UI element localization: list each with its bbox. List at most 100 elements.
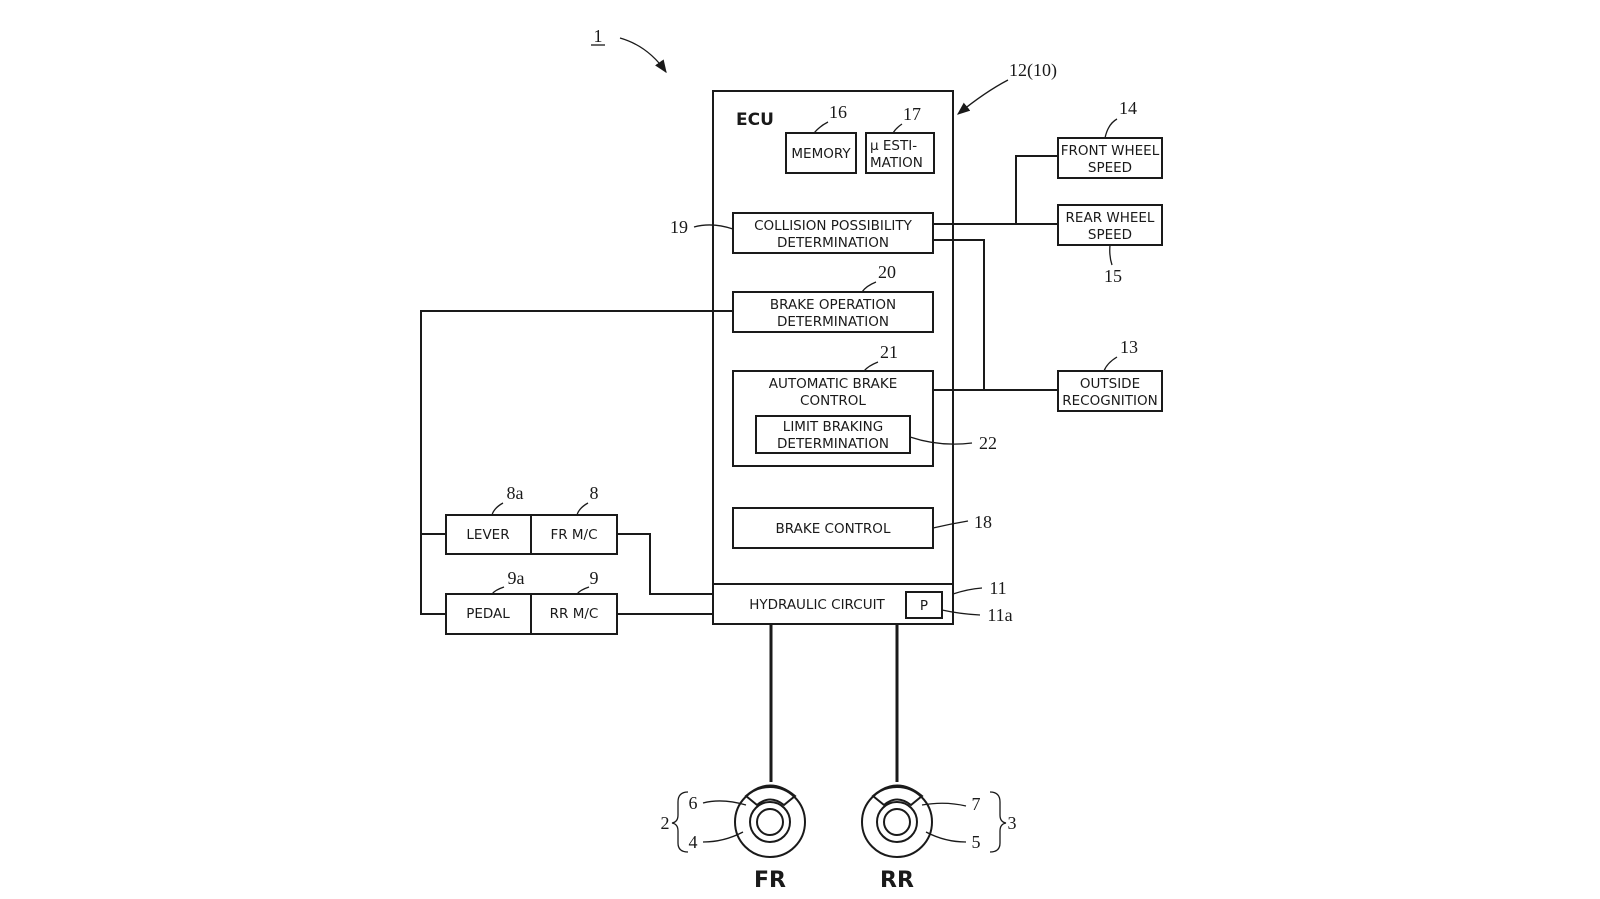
system-ref-arrow [619,37,667,74]
fr-mc-hydraulic-line [617,533,713,595]
pedal-ref-label: 9a [508,568,525,588]
collision-ref-label: 19 [670,217,688,237]
rear-wheel-speed-line1: REAR WHEEL [1066,210,1155,226]
rear-wheel-label: RR [880,868,914,893]
rear-disc-ref-leader [925,831,967,843]
brake-control-ref-label: 18 [974,512,992,532]
automatic-brake-ref-leader [863,361,879,372]
mu-estimation-ref-label: 17 [903,104,921,124]
rear-wheel-speed-line2: SPEED [1088,227,1132,243]
brake-control-block [732,507,934,549]
rr-mc-ref-label: 9 [590,568,599,588]
outside-recognition-ref-leader [1103,356,1118,372]
outside-recognition-ref-label: 13 [1120,337,1138,357]
mu-estimation-ref-leader [892,123,903,134]
front-wheel-group-brace [671,791,689,853]
limit-braking-line1: LIMIT BRAKING [783,419,883,435]
rear-wheel-speed-ref-label: 15 [1104,266,1122,286]
front-caliper-ref-label: 6 [689,793,698,813]
rear-hub-outer [876,801,918,843]
collision-line2: DETERMINATION [777,235,889,251]
memory-ref-leader [813,121,829,134]
pedal-ref-leader [491,586,505,595]
pump-label: P [920,598,928,614]
front-wheel-speed-ref-label: 14 [1119,98,1137,118]
brake-control-label: BRAKE CONTROL [776,521,891,537]
brake-operation-line2: DETERMINATION [777,314,889,330]
outside-recognition-block [1057,370,1163,412]
front-wheel-speed-line1: FRONT WHEEL [1061,143,1160,159]
fr-mc-block [530,514,618,555]
pump-ref-leader [941,609,981,616]
mu-estimation-block [865,132,935,174]
rear-caliper-ref-leader [921,802,967,807]
memory-ref-label: 16 [829,102,847,122]
hydraulic-ref-label: 11 [989,578,1006,598]
front-wheel-assembly [734,784,806,858]
hydraulic-circuit-label: HYDRAULIC CIRCUIT [749,597,885,613]
brake-operation-signal-bus [420,310,733,615]
automatic-brake-line1: AUTOMATIC BRAKE [769,376,897,392]
front-hub-inner [756,808,784,836]
lever-label: LEVER [466,527,509,543]
rear-hub-inner [883,808,911,836]
lever-ref-leader [491,502,504,516]
outside-recognition-line2: RECOGNITION [1062,393,1157,409]
front-wheel-speed-line2: SPEED [1088,160,1132,176]
rr-mc-label: RR M/C [550,606,599,622]
system-ref-label: 1 [594,26,603,46]
collision-line1: COLLISION POSSIBILITY [754,218,913,234]
pump-ref-label: 11a [987,605,1012,625]
rear-disc-ref-label: 5 [972,832,981,852]
limit-braking-ref-leader [909,436,973,445]
brake-operation-line1: BRAKE OPERATION [770,297,896,313]
front-wheel-speed-signal-line [1015,155,1058,224]
fr-mc-ref-leader [576,502,589,516]
lever-ref-label: 8a [507,483,524,503]
automatic-brake-ref-label: 21 [880,342,898,362]
front-wheel-label: FR [754,868,786,893]
memory-label: MEMORY [791,146,851,162]
rear-wheel-assembly [861,784,933,858]
ecu-ref-arrow [956,79,1009,115]
pump-block [905,591,943,619]
limit-braking-ref-label: 22 [979,433,997,453]
rear-wheel-group-brace [989,791,1007,853]
front-caliper-ref-leader [702,800,747,806]
rear-wheel-group-ref-label: 3 [1008,813,1017,833]
limit-braking-line2: DETERMINATION [777,436,889,452]
collision-outside-link-line [933,239,985,390]
memory-block [785,132,857,174]
ecu-title: ECU [736,110,774,130]
limit-braking-block [755,415,911,454]
brake-operation-ref-label: 20 [878,262,896,282]
hydraulic-ref-leader [952,587,983,595]
front-wheel-speed-ref-leader [1104,118,1118,139]
collision-determination-block [732,212,934,254]
front-caliper [744,784,797,807]
fr-mc-ref-label: 8 [590,483,599,503]
front-disc-ref-label: 4 [689,832,698,852]
automatic-brake-line2: CONTROL [800,393,866,409]
mu-estimation-line1: μ ESTI- [870,138,917,154]
front-disc-ref-leader [702,831,744,843]
brake-operation-block [732,291,934,333]
front-brake-disc [734,786,806,858]
brake-control-ref-leader [932,520,969,529]
front-wheel-group-ref-label: 2 [661,813,670,833]
rr-mc-ref-leader [576,586,590,595]
rear-wheel-speed-ref-leader [1109,244,1113,266]
rr-mc-block [530,593,618,635]
ecu-ref-label: 12(10) [1009,60,1057,81]
fr-mc-label: FR M/C [550,527,597,543]
pedal-label: PEDAL [466,606,510,622]
mu-estimation-line2: MATION [870,155,923,171]
rear-caliper-ref-label: 7 [972,794,981,814]
rear-brake-disc [861,786,933,858]
collision-ref-leader [693,224,734,230]
front-wheel-speed-block [1057,137,1163,179]
front-hub-outer [749,801,791,843]
brake-operation-ref-leader [861,281,877,293]
outside-recognition-line1: OUTSIDE [1080,376,1140,392]
